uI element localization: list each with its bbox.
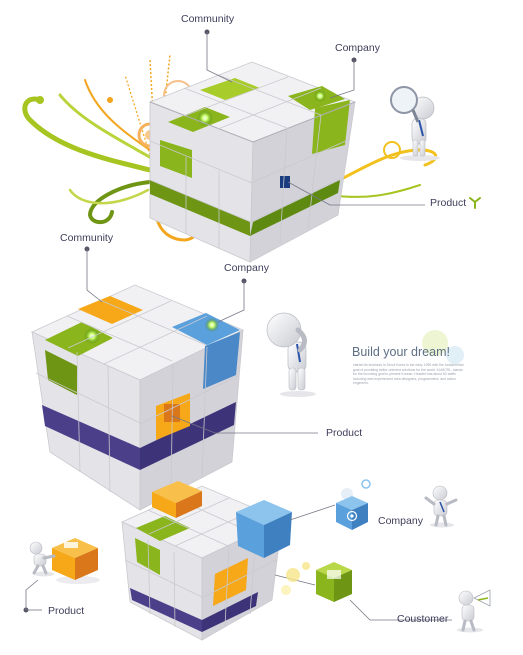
- middle-product-label[interactable]: Product: [326, 427, 363, 439]
- top-product-label[interactable]: Product: [430, 197, 467, 209]
- top-callout-lines: [204, 29, 425, 206]
- promo-bubbles: [422, 330, 464, 364]
- middle-cube: [31, 284, 244, 511]
- leaf-icon: [469, 197, 481, 209]
- pushing-figure: [29, 541, 56, 577]
- floating-blue-cube: [236, 500, 292, 558]
- floating-orange-cube: [152, 481, 202, 518]
- bottom-company-label[interactable]: Company: [378, 515, 423, 527]
- bottom-cube: [121, 485, 283, 641]
- at-mail-icon: [336, 479, 371, 530]
- thinking-figure: [266, 312, 316, 397]
- top-community-label[interactable]: Community: [181, 13, 235, 25]
- middle-community-label[interactable]: Community: [60, 232, 114, 244]
- top-cube: [148, 61, 357, 263]
- presenting-figure: [424, 485, 458, 528]
- top-company-label[interactable]: Company: [335, 42, 380, 54]
- product-box-icon: [52, 538, 100, 584]
- middle-callout-lines: [84, 246, 318, 434]
- promo-body-text: started its business in Seoul Korea in t…: [353, 363, 464, 386]
- magnifier-figure: [390, 86, 440, 161]
- middle-company-label[interactable]: Company: [224, 262, 269, 274]
- gift-box-icon: [281, 562, 352, 602]
- megaphone-figure: [457, 589, 491, 633]
- bottom-customer-label[interactable]: Coustomer: [397, 613, 449, 625]
- bottom-product-label[interactable]: Product: [48, 605, 85, 617]
- promo-headline: Build your dream!: [352, 345, 450, 359]
